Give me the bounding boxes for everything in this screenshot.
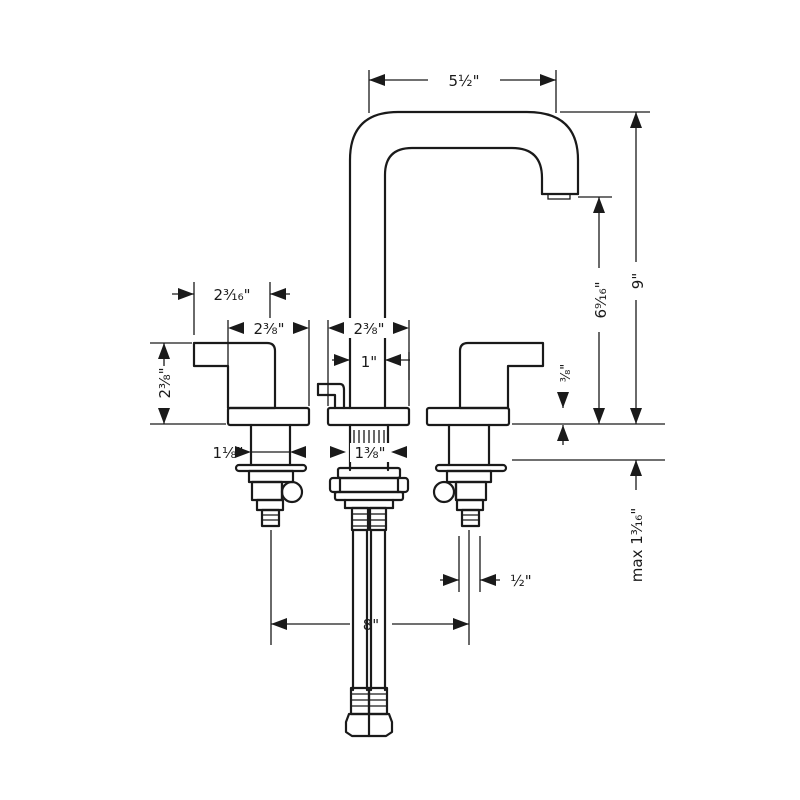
dim-center-spread: 8" xyxy=(363,616,379,634)
dim-spout-height: 6⁹⁄₁₆" xyxy=(592,282,610,319)
dim-overall-height: 9" xyxy=(629,273,647,289)
dim-spout-neck: 1" xyxy=(361,353,377,371)
dim-handle-height: 2³⁄₈" xyxy=(156,368,174,399)
dim-max-deck-thickness: max 1³⁄₁₆" xyxy=(628,508,646,582)
dim-handle-top-width: 2³⁄₁₆" xyxy=(214,286,251,304)
dim-deck-offset: ³⁄₈" xyxy=(559,364,574,383)
right-handle-valve xyxy=(425,341,545,528)
dim-spout-reach: 5½" xyxy=(449,72,480,90)
dim-connection: ½" xyxy=(510,572,531,590)
dimension-lines xyxy=(150,70,665,645)
dimension-labels: 5½" 9" 6⁹⁄₁₆" ³⁄₈" max 1³⁄₁₆" 2³⁄₁₆" 2³⁄… xyxy=(156,72,647,634)
dim-spout-base-width: 2³⁄₈" xyxy=(354,320,385,338)
dim-spout-shank: 1³⁄₈" xyxy=(355,444,386,462)
dim-valve-shank: 1⅛" xyxy=(213,444,244,462)
left-handle-valve xyxy=(192,341,311,528)
dim-left-base-width: 2³⁄₈" xyxy=(254,320,285,338)
